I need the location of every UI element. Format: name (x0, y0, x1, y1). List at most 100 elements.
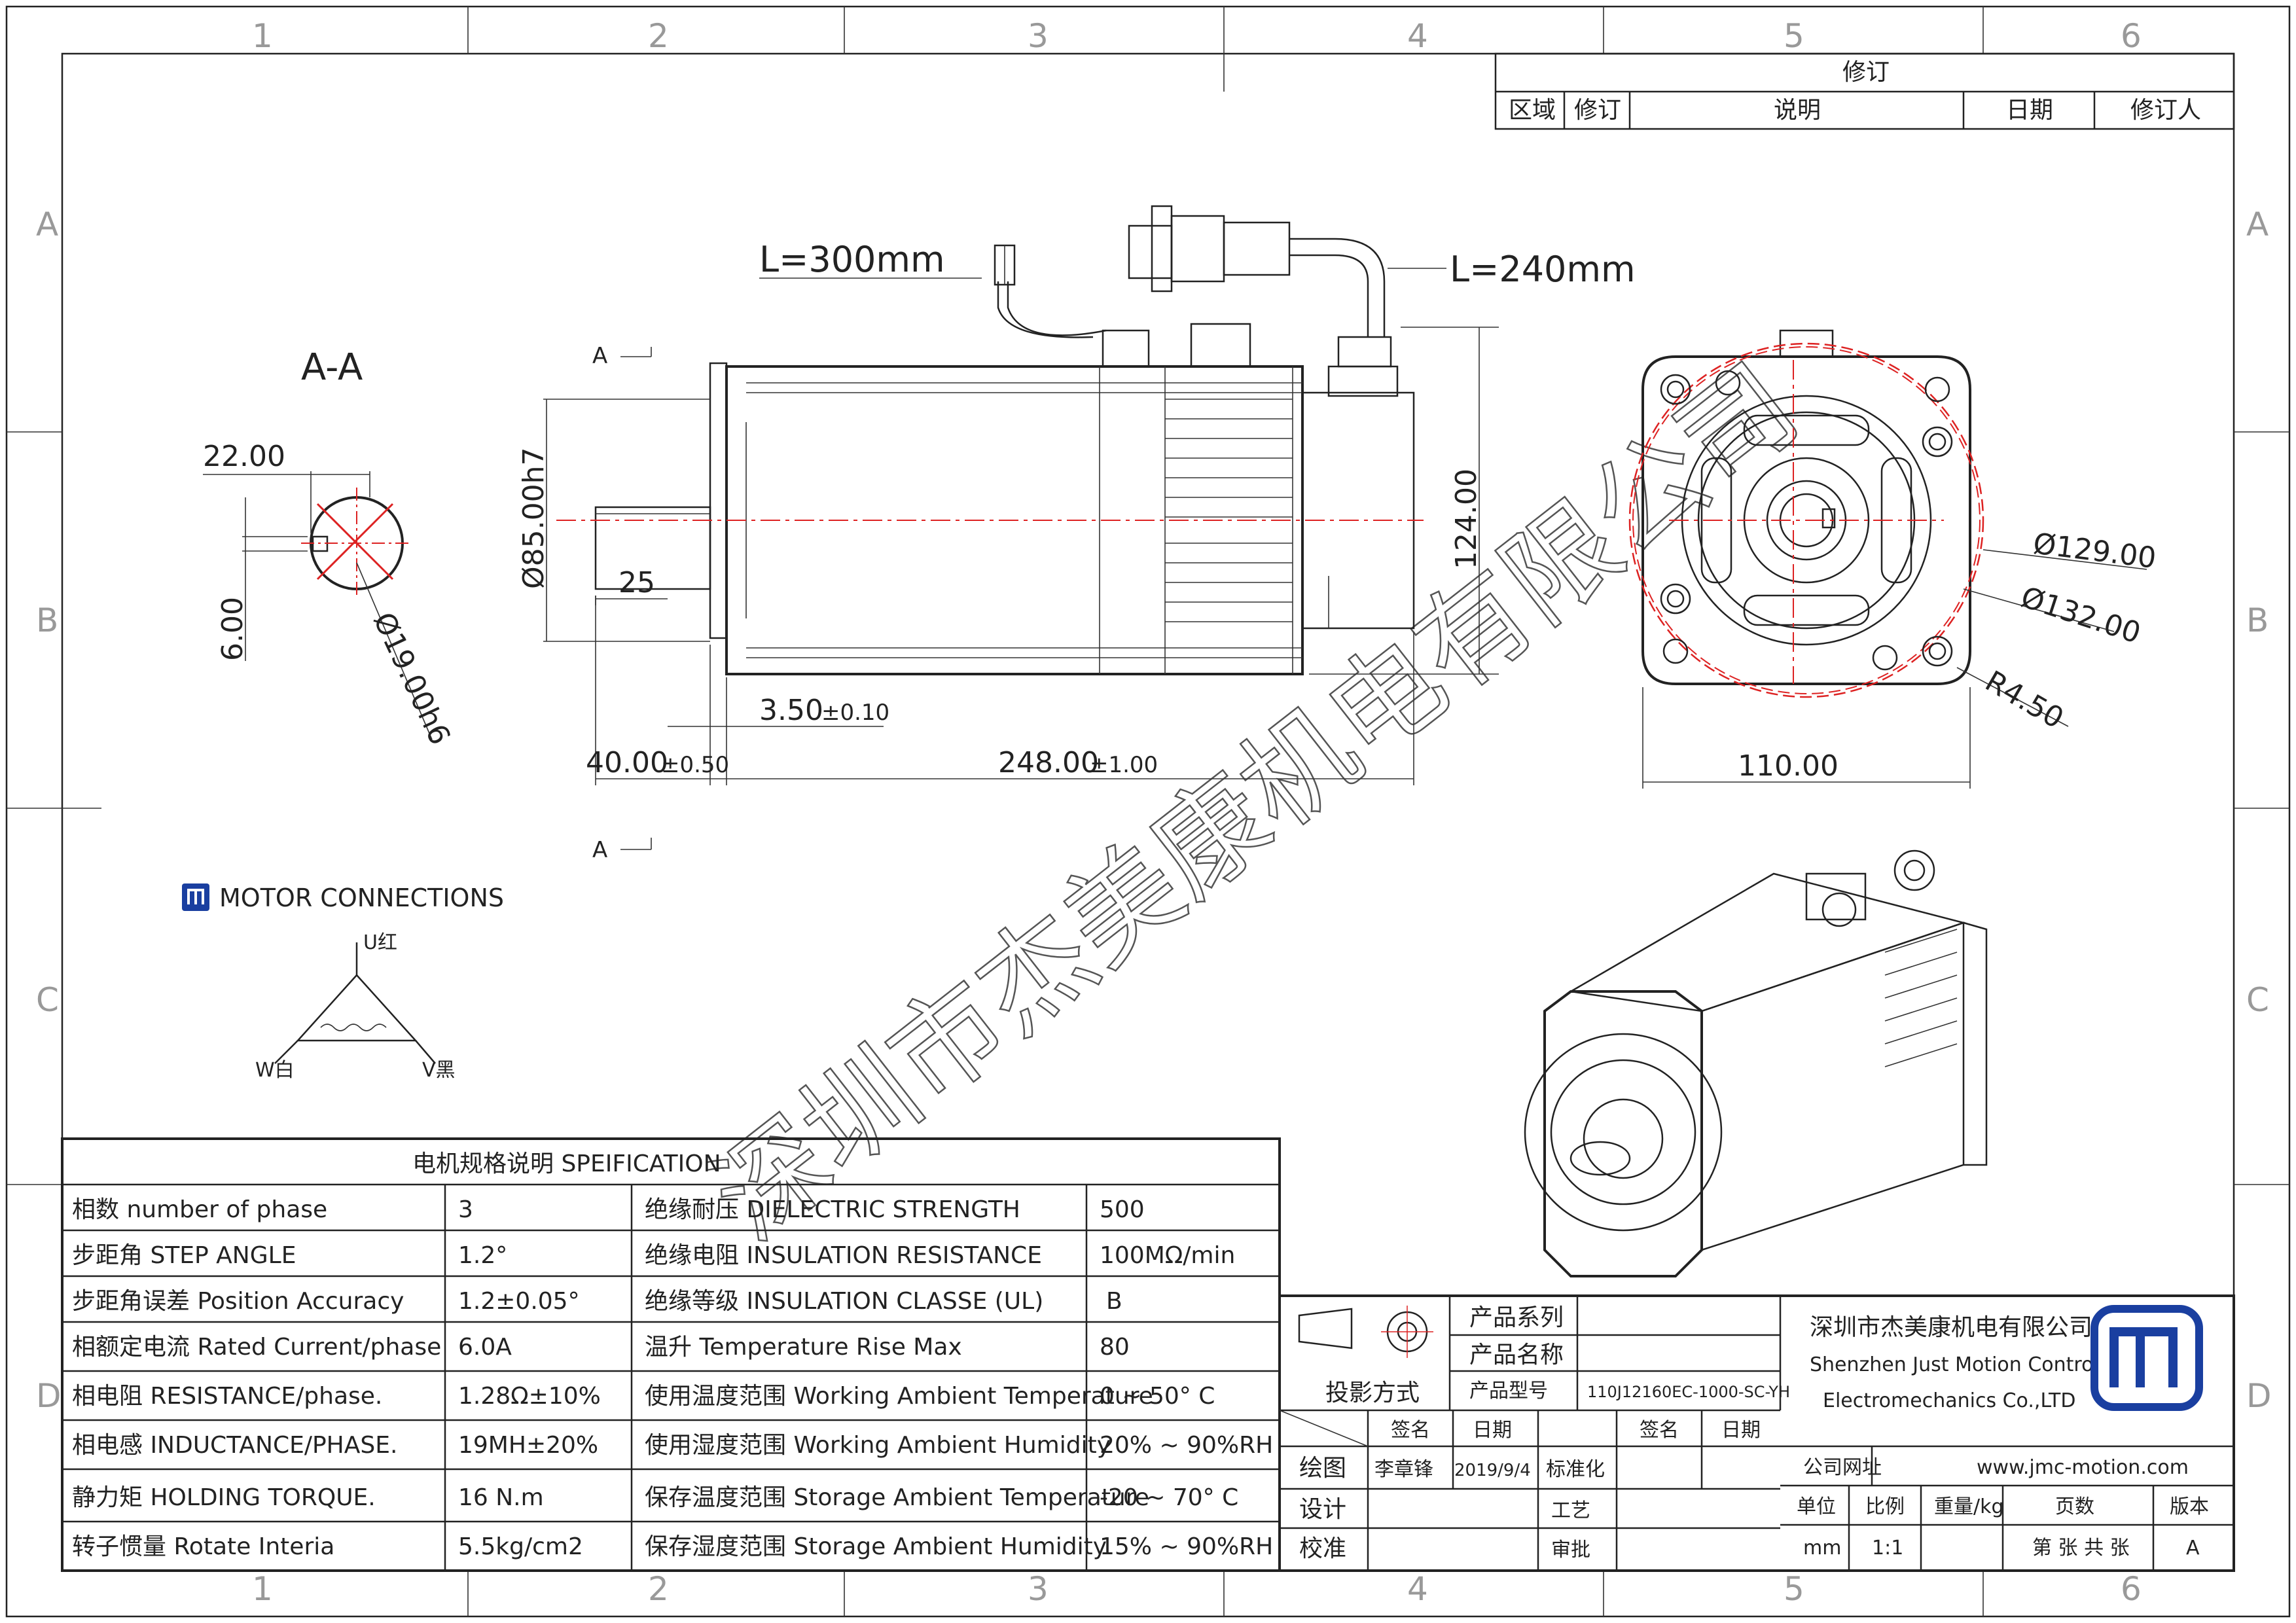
version-value: A (2186, 1537, 2200, 1560)
connections-title: MOTOR CONNECTIONS (219, 883, 504, 912)
revision-header-area: 区域 (1509, 97, 1556, 124)
grid-row-a-right: A (2246, 205, 2269, 243)
section-dim-shaft: Ø19.00h6 (367, 607, 457, 750)
dim-body-length: 248.00 (998, 746, 1099, 779)
grid-col-2-bottom: 2 (648, 1570, 669, 1608)
dim-shaft-length: 40.00 (586, 746, 668, 779)
spec-label: 相电阻 RESISTANCE/phase. (72, 1383, 382, 1410)
unit-value: mm (1803, 1537, 1841, 1560)
spec-value: 0 ~ 50° C (1100, 1383, 1215, 1410)
product-name-label: 产品名称 (1469, 1342, 1564, 1368)
date-label: 日期 (1473, 1419, 1512, 1442)
spec-value: -20 ~ 70° C (1100, 1484, 1238, 1511)
grid-row-c: C (36, 981, 59, 1019)
spec-value: 1.2±0.05° (458, 1288, 580, 1315)
encoder-housing (1301, 391, 1415, 630)
spec-value: 5.5kg/cm2 (458, 1533, 583, 1560)
website-label: 公司网址 (1803, 1456, 1882, 1479)
grid-labels: 1 2 3 4 5 6 1 2 3 4 5 6 A B C D A B C D (36, 17, 2272, 1608)
grid-row-a: A (36, 205, 58, 243)
spec-label: 转子惯量 Rotate Interia (72, 1533, 334, 1560)
encoder-cable (1289, 254, 1369, 337)
design-label: 设计 (1299, 1496, 1346, 1523)
revision-block: 修订 区域 修订 说明 日期 修订人 (1494, 52, 2235, 130)
grid-row-d-right: D (2246, 1377, 2272, 1415)
product-model-label: 产品型号 (1469, 1380, 1548, 1402)
terminal-box (1102, 329, 1150, 368)
spec-label: 使用温度范围 Working Ambient Temperature (645, 1383, 1153, 1410)
spec-value: 500 (1100, 1196, 1145, 1223)
cable-length-2: L=240mm (1450, 249, 1636, 290)
drawn-label: 绘图 (1299, 1455, 1346, 1482)
grid-row-b: B (36, 601, 58, 639)
grid-col-5-bottom: 5 (1784, 1570, 1804, 1608)
company-watermark: 深圳市杰美康机电有限公司 (689, 340, 1822, 1265)
mounting-holes (1660, 370, 1953, 671)
spec-label: 保存温度范围 Storage Ambient Temperature (645, 1484, 1149, 1511)
title-block: 投影方式 产品系列 产品名称 产品型号 110J12160EC-1000-SC-… (1278, 1294, 2235, 1572)
spec-value: 19MH±20% (458, 1432, 598, 1459)
revision-header-date: 日期 (2006, 97, 2053, 124)
revision-header-reviser: 修订人 (2130, 97, 2201, 124)
pages-label: 页数 (2055, 1495, 2094, 1518)
spec-value: 3 (458, 1196, 473, 1223)
spec-value: 1.2° (458, 1242, 507, 1269)
process-label: 工艺 (1551, 1499, 1590, 1522)
company-name-en-2: Electromechanics Co.,LTD (1823, 1389, 2075, 1412)
front-square-flange (1641, 355, 1971, 685)
section-view-a-a: A-A 22.00 6.00 Ø19.00h6 (203, 346, 457, 750)
weight-label: 重量/kg (1934, 1495, 2004, 1518)
grid-col-5: 5 (1784, 17, 1804, 55)
company-name-en-1: Shenzhen Just Motion Control (1810, 1353, 2099, 1376)
spec-value: 1.28Ω±10% (458, 1383, 601, 1410)
grid-col-3-bottom: 3 (1028, 1570, 1049, 1608)
spec-label: 相额定电流 Rated Current/phase (72, 1334, 441, 1361)
version-label: 版本 (2170, 1495, 2209, 1518)
revision-header-desc: 说明 (1774, 97, 1821, 124)
side-view: A A (517, 205, 1636, 863)
approve-label: 审批 (1551, 1539, 1590, 1561)
sign-label: 签名 (1391, 1419, 1430, 1442)
spec-label: 绝缘等级 INSULATION CLASSE (UL) (645, 1288, 1043, 1315)
spec-value: 100MΩ/min (1100, 1242, 1235, 1269)
spec-label: 温升 Temperature Rise Max (645, 1334, 962, 1361)
dim-motor-height: 124.00 (1450, 469, 1483, 569)
motor-3d-view (1524, 849, 1988, 1277)
projection-label: 投影方式 (1325, 1380, 1420, 1406)
dim-shaft-length-tolerance: ±0.50 (661, 752, 729, 778)
projection-cone-icon (1298, 1308, 1353, 1349)
dim-bolt-circle: Ø129.00 (2032, 527, 2158, 575)
jmc-company-logo-icon (2090, 1305, 2203, 1411)
spec-table-title: 电机规格说明 SPEIFICATION (412, 1150, 721, 1177)
spec-value: 80 (1100, 1334, 1130, 1361)
spec-value: B (1106, 1288, 1122, 1315)
grid-col-1-bottom: 1 (252, 1570, 273, 1608)
dim-square-width: 110.00 (1738, 749, 1839, 783)
unit-label: 单位 (1797, 1495, 1836, 1518)
spec-value: 6.0A (458, 1334, 512, 1361)
spec-label: 相电感 INDUCTANCE/PHASE. (72, 1432, 397, 1459)
connection-v: V黑 (422, 1059, 456, 1082)
db9-connector (1170, 215, 1225, 283)
spec-value: 16 N.m (458, 1484, 544, 1511)
outer-diameter-circle (1628, 342, 1984, 698)
section-dim-width: 22.00 (203, 440, 285, 473)
spec-label: 相数 number of phase (72, 1196, 327, 1223)
dim-key-length: 25 (619, 566, 655, 599)
drawn-date-value: 2019/9/4 (1454, 1461, 1531, 1480)
side-connector (1190, 323, 1251, 368)
revision-title: 修订 (1842, 59, 1890, 86)
spec-value: 20% ~ 90%RH (1100, 1432, 1273, 1459)
grid-col-2: 2 (648, 17, 669, 55)
section-title: A-A (301, 346, 363, 389)
dim-pilot-diameter: Ø85.00h7 (517, 448, 550, 589)
spec-label: 绝缘耐压 DIELECTRIC STRENGTH (645, 1196, 1020, 1223)
dim-outer-diameter: Ø132.00 (2017, 580, 2145, 651)
grid-col-4-bottom: 4 (1407, 1570, 1428, 1608)
grid-col-1: 1 (252, 17, 273, 55)
watermark-text: 深圳市杰美康机电有限公司 (689, 340, 1821, 1264)
spec-table: 电机规格说明 SPEIFICATION 相数 number of phase 3… (61, 1137, 1281, 1572)
connection-w: W白 (255, 1059, 295, 1082)
cable-length-1: L=300mm (759, 239, 945, 280)
pages-value: 第 张 共 张 (2032, 1537, 2130, 1560)
